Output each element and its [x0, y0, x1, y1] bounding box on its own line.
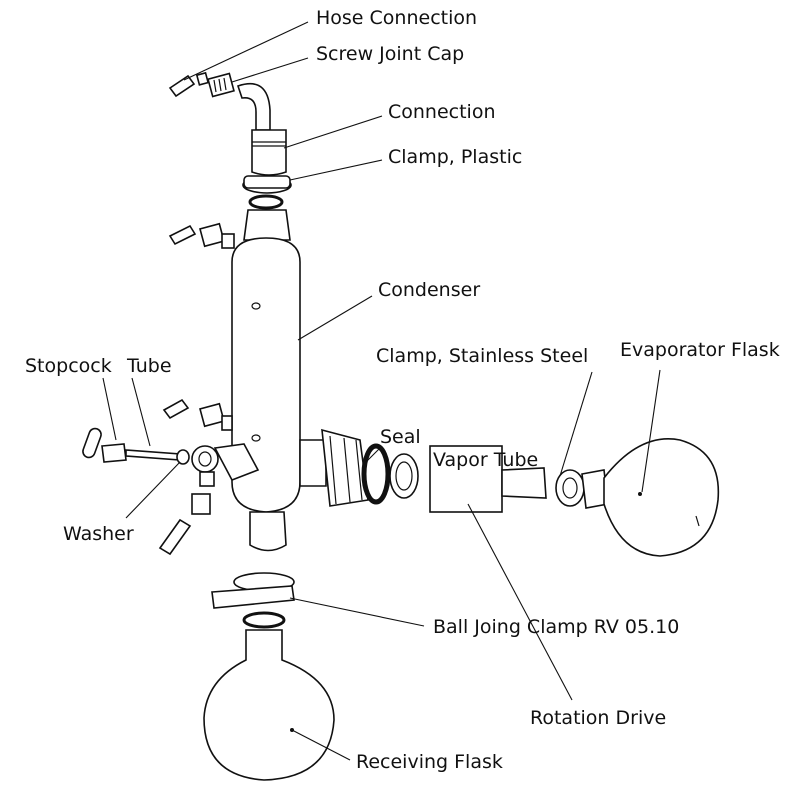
vapor-tube	[429, 445, 547, 513]
condenser-upper-hose	[168, 222, 235, 249]
receiving-flask	[203, 611, 335, 781]
label-ball-joint-clamp: Ball Joing Clamp RV 05.10	[433, 616, 679, 638]
label-evaporator-flask: Evaporator Flask	[620, 339, 780, 361]
condenser-side-arm	[299, 428, 369, 507]
label-screw-joint-cap: Screw Joint Cap	[316, 43, 464, 65]
label-rotation-drive: Rotation Drive	[530, 707, 666, 729]
label-vapor-tube: Vapor Tube	[433, 449, 538, 471]
label-seal: Seal	[380, 426, 421, 448]
condenser-lower-hose	[158, 471, 215, 556]
label-clamp-stainless-steel: Clamp, Stainless Steel	[376, 345, 588, 367]
clamp-stainless-steel	[555, 469, 585, 507]
screw-joint-cap-top	[207, 72, 235, 98]
leader-lines	[102, 21, 661, 761]
connection-bent	[236, 82, 287, 176]
stopcock	[82, 427, 127, 463]
condenser	[231, 209, 301, 552]
seal	[361, 443, 391, 505]
seal-ring	[389, 453, 419, 499]
ball-joint-clamp	[211, 572, 295, 609]
condenser-mid-hose	[162, 398, 233, 431]
evaporator-flask	[581, 438, 720, 557]
label-clamp-plastic: Clamp, Plastic	[388, 146, 522, 168]
label-receiving-flask: Receiving Flask	[356, 751, 503, 773]
label-connection: Connection	[388, 101, 496, 123]
tube	[125, 449, 190, 465]
label-tube: Tube	[126, 355, 172, 377]
label-washer: Washer	[63, 523, 134, 545]
label-stopcock: Stopcock	[25, 355, 112, 377]
clamp-plastic	[242, 175, 292, 210]
label-condenser: Condenser	[378, 279, 480, 301]
label-hose-connection: Hose Connection	[316, 7, 477, 29]
hose-connection-top	[168, 71, 210, 98]
